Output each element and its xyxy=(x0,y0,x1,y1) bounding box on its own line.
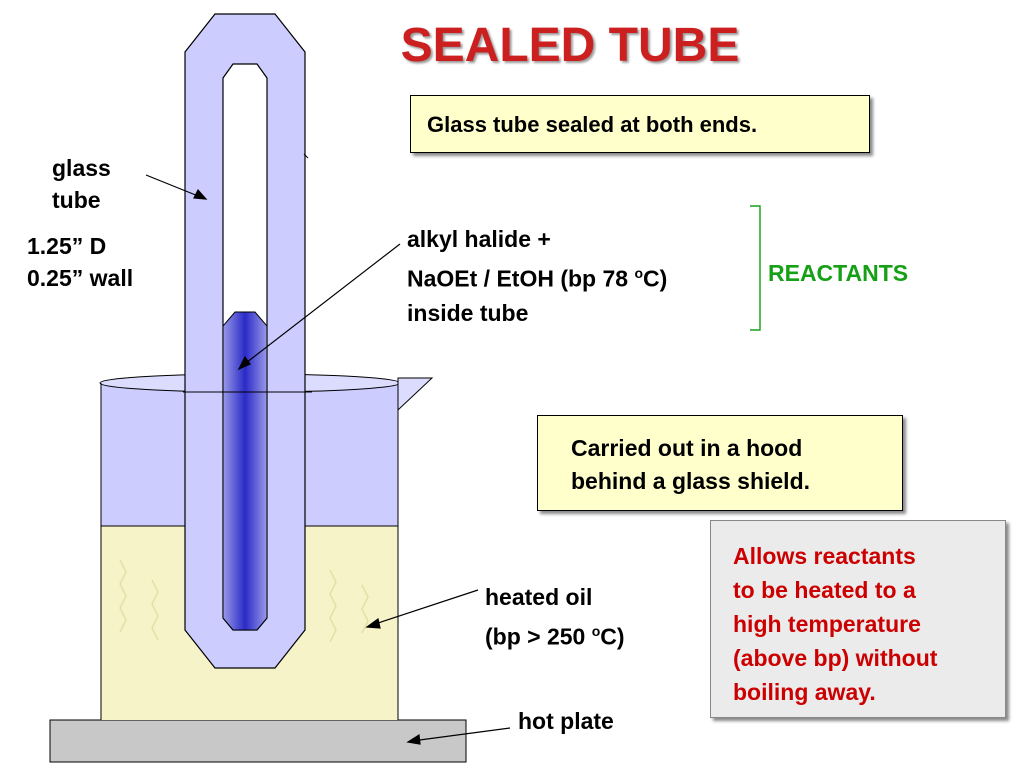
sealed-tube xyxy=(183,13,312,669)
hot-plate-arrow xyxy=(411,727,511,742)
hot-plate xyxy=(49,719,467,763)
benefit-note-box: Allows reactants to be heated to a high … xyxy=(710,520,1006,718)
arrows xyxy=(145,174,511,745)
sealed-note-box: Glass tube sealed at both ends. xyxy=(410,95,870,153)
tube-contents-label: alkyl halide + NaOEt / EtOH (bp 78 oC) i… xyxy=(407,226,668,326)
contents-arrow xyxy=(241,243,401,367)
sealed-note-text: Glass tube sealed at both ends. xyxy=(427,112,758,137)
hot-plate-label: hot plate xyxy=(518,708,614,734)
glass-tube-label: glass tube xyxy=(52,155,111,213)
glass-tube-arrow xyxy=(145,174,204,199)
oil-arrow xyxy=(371,589,479,626)
oil-heat-waves xyxy=(119,559,369,643)
reactants-label: REACTANTS xyxy=(768,260,909,286)
tube-dimensions-label: 1.25” D 0.25” wall xyxy=(27,233,134,291)
hood-note-box: Carried out in a hood behind a glass shi… xyxy=(537,415,903,511)
reactants-bracket xyxy=(750,205,761,331)
beaker-spout xyxy=(397,377,434,412)
heated-oil-label: heated oil (bp > 250 oC) xyxy=(485,584,625,650)
tube-tick xyxy=(303,153,309,159)
page-title: SEALED TUBE xyxy=(400,19,740,72)
